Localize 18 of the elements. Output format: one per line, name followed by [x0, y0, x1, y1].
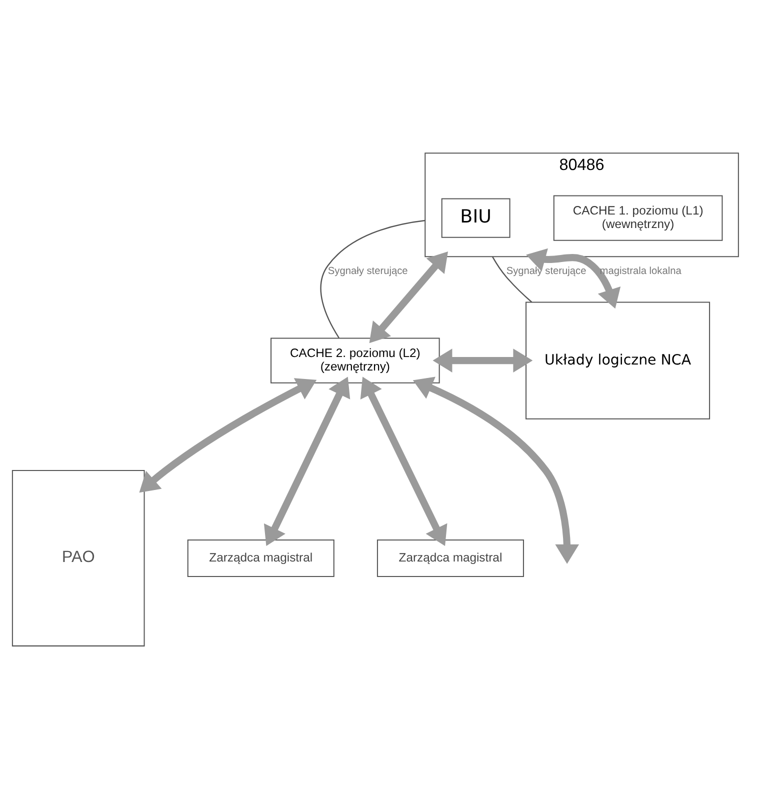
node-box: Zarządca magistral: [187, 538, 334, 576]
arrow: [369, 250, 448, 343]
arrow: [264, 376, 350, 546]
node-box: CACHE 2. poziomu (L2) (zewnętrzny): [270, 337, 440, 383]
arrow: [432, 348, 533, 372]
node-box: CACHE 1. poziomu (L1) (wewnętrzny): [553, 194, 723, 240]
edge-label: Sygnały sterujące: [506, 265, 586, 276]
arrow: [139, 378, 317, 492]
arrow: [526, 248, 621, 308]
connector: [492, 256, 532, 302]
node-box: BIU: [441, 198, 510, 238]
arrow: [412, 376, 580, 564]
connector: [320, 219, 426, 338]
node-box: PAO: [12, 470, 145, 646]
edge-label: Sygnały sterujące: [328, 265, 408, 276]
arrow: [360, 376, 448, 546]
node-box: Układy logiczne NCA: [526, 301, 710, 419]
node-box: Zarządca magistral: [376, 538, 524, 576]
